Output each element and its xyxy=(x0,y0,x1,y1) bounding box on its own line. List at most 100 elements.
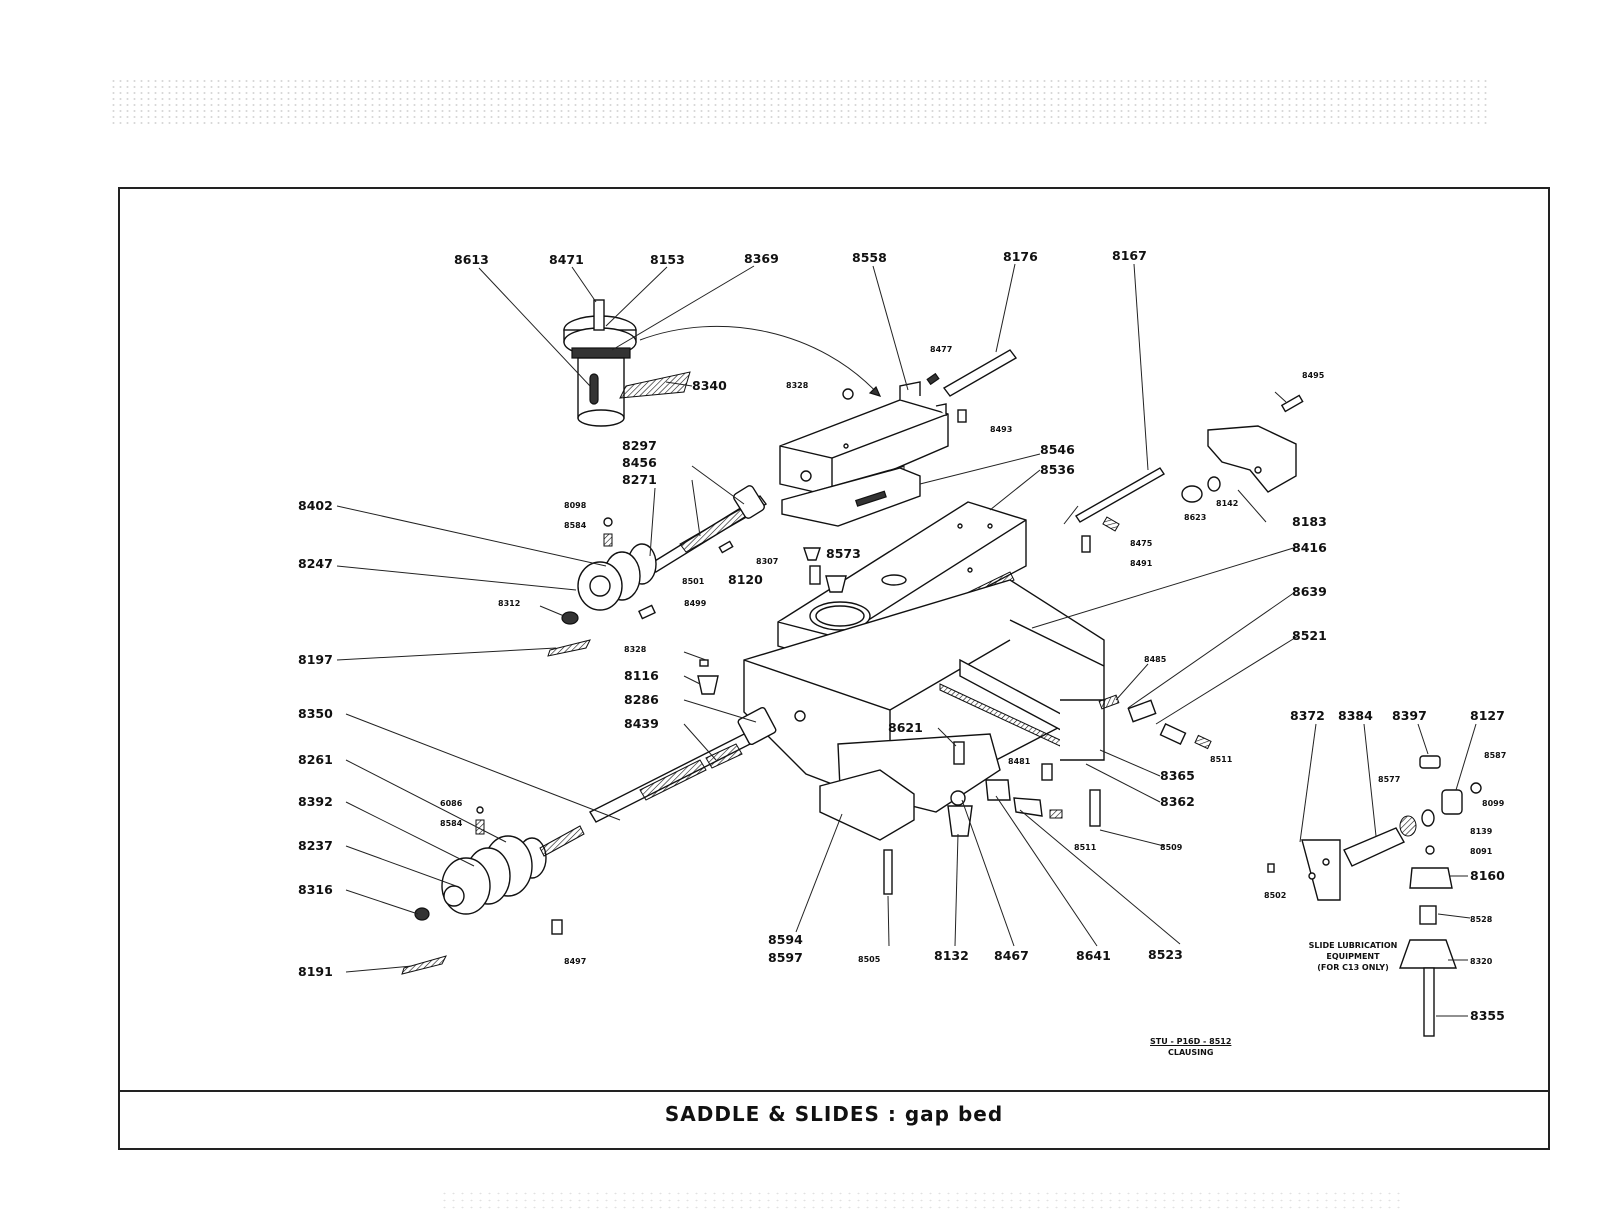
label-8584-lower: 8584 xyxy=(440,819,463,828)
label-8509: 8509 xyxy=(1160,843,1183,852)
top-slide xyxy=(779,381,949,497)
label-8467: 8467 xyxy=(994,948,1029,963)
label-8098: 8098 xyxy=(564,501,587,510)
label-8623: 8623 xyxy=(1184,513,1206,522)
drawing-reference: STU - P16D - 8512 CLAUSING xyxy=(1150,1036,1231,1058)
small-fasteners xyxy=(475,372,1304,935)
label-8584-upper: 8584 xyxy=(564,521,587,530)
label-8475: 8475 xyxy=(1130,539,1153,548)
label-8176: 8176 xyxy=(1003,249,1038,264)
label-8641: 8641 xyxy=(1076,948,1111,963)
label-8485: 8485 xyxy=(1144,655,1167,664)
label-8471: 8471 xyxy=(549,252,584,267)
label-8365: 8365 xyxy=(1160,768,1195,783)
label-8521: 8521 xyxy=(1292,628,1327,643)
title-divider xyxy=(118,1090,1550,1092)
label-8160: 8160 xyxy=(1470,868,1505,883)
diagram-frame xyxy=(118,187,1550,1150)
label-8099: 8099 xyxy=(1482,799,1505,808)
label-8546: 8546 xyxy=(1040,442,1075,457)
note-line-3: (FOR C13 ONLY) xyxy=(1317,963,1389,972)
label-8594: 8594 xyxy=(768,932,803,947)
diagram-title: SADDLE & SLIDES : gap bed xyxy=(664,1102,1004,1126)
label-6086: 6086 xyxy=(440,799,463,808)
label-8183: 8183 xyxy=(1292,514,1327,529)
label-8577: 8577 xyxy=(1378,775,1400,784)
label-8392: 8392 xyxy=(298,794,333,809)
label-8271: 8271 xyxy=(622,472,657,487)
label-8511-bottom: 8511 xyxy=(1074,843,1097,852)
longitudinal-feed-screw xyxy=(401,706,777,975)
label-8613: 8613 xyxy=(454,252,489,267)
part-labels: 8613 8471 8153 8369 8558 8176 8167 8340 … xyxy=(298,248,1506,1023)
label-8247: 8247 xyxy=(298,556,333,571)
label-8261: 8261 xyxy=(298,752,333,767)
scan-noise-bottom xyxy=(440,1190,1400,1210)
label-8091: 8091 xyxy=(1470,847,1493,856)
label-8384: 8384 xyxy=(1338,708,1373,723)
slide-lubrication-note: SLIDE LUBRICATION EQUIPMENT (FOR C13 ONL… xyxy=(1298,940,1408,973)
label-8316: 8316 xyxy=(298,882,333,897)
label-8197: 8197 xyxy=(298,652,333,667)
label-8127: 8127 xyxy=(1470,708,1505,723)
cross-feed-screw xyxy=(547,485,768,657)
label-8132: 8132 xyxy=(934,948,969,963)
label-8587: 8587 xyxy=(1484,751,1506,760)
label-8573: 8573 xyxy=(826,546,861,561)
reference-maker: CLAUSING xyxy=(1167,1048,1214,1057)
label-8416: 8416 xyxy=(1292,540,1327,555)
bracket-8183 xyxy=(1181,425,1297,503)
label-8481: 8481 xyxy=(1008,757,1031,766)
label-8312: 8312 xyxy=(498,599,520,608)
label-8505: 8505 xyxy=(858,955,881,964)
note-line-2: EQUIPMENT xyxy=(1326,952,1380,961)
reference-number: STU - P16D - 8512 xyxy=(1150,1037,1232,1046)
label-8116: 8116 xyxy=(624,668,659,683)
leader-lines xyxy=(336,263,1477,1017)
label-8536: 8536 xyxy=(1040,462,1075,477)
bar-8176 xyxy=(942,349,1018,397)
rail-8167 xyxy=(1075,467,1165,523)
label-8286: 8286 xyxy=(624,692,659,707)
label-8456: 8456 xyxy=(622,455,657,470)
label-8320: 8320 xyxy=(1470,957,1493,966)
label-8439: 8439 xyxy=(624,716,659,731)
label-8397: 8397 xyxy=(1392,708,1427,723)
label-8369: 8369 xyxy=(744,251,779,266)
label-8340: 8340 xyxy=(692,378,727,393)
label-8120: 8120 xyxy=(728,572,763,587)
label-8621: 8621 xyxy=(888,720,923,735)
label-8328-lower: 8328 xyxy=(624,645,647,654)
label-8362: 8362 xyxy=(1160,794,1195,809)
label-8297: 8297 xyxy=(622,438,657,453)
label-8523: 8523 xyxy=(1148,947,1183,962)
scan-noise-top xyxy=(110,78,1490,126)
label-8237: 8237 xyxy=(298,838,333,853)
label-8502: 8502 xyxy=(1264,891,1286,900)
label-8597: 8597 xyxy=(768,950,803,965)
note-line-1: SLIDE LUBRICATION xyxy=(1308,941,1398,950)
label-8191: 8191 xyxy=(298,964,333,979)
label-8142: 8142 xyxy=(1216,499,1238,508)
lubrication-pump xyxy=(1301,755,1482,1037)
label-8493: 8493 xyxy=(990,425,1012,434)
label-8153: 8153 xyxy=(650,252,685,267)
label-8499: 8499 xyxy=(684,599,707,608)
label-8372: 8372 xyxy=(1290,708,1325,723)
label-8139: 8139 xyxy=(1470,827,1493,836)
label-8350: 8350 xyxy=(298,706,333,721)
compound-swivel-assembly xyxy=(563,299,882,427)
label-8495: 8495 xyxy=(1302,371,1325,380)
label-8501: 8501 xyxy=(682,577,705,586)
label-8491: 8491 xyxy=(1130,559,1153,568)
label-8639: 8639 xyxy=(1292,584,1327,599)
label-8167: 8167 xyxy=(1112,248,1147,263)
label-8497: 8497 xyxy=(564,957,586,966)
label-8307: 8307 xyxy=(756,557,778,566)
label-8355: 8355 xyxy=(1470,1008,1505,1023)
label-8558: 8558 xyxy=(852,250,887,265)
compound-slide-base xyxy=(781,467,921,527)
label-8477: 8477 xyxy=(930,345,952,354)
